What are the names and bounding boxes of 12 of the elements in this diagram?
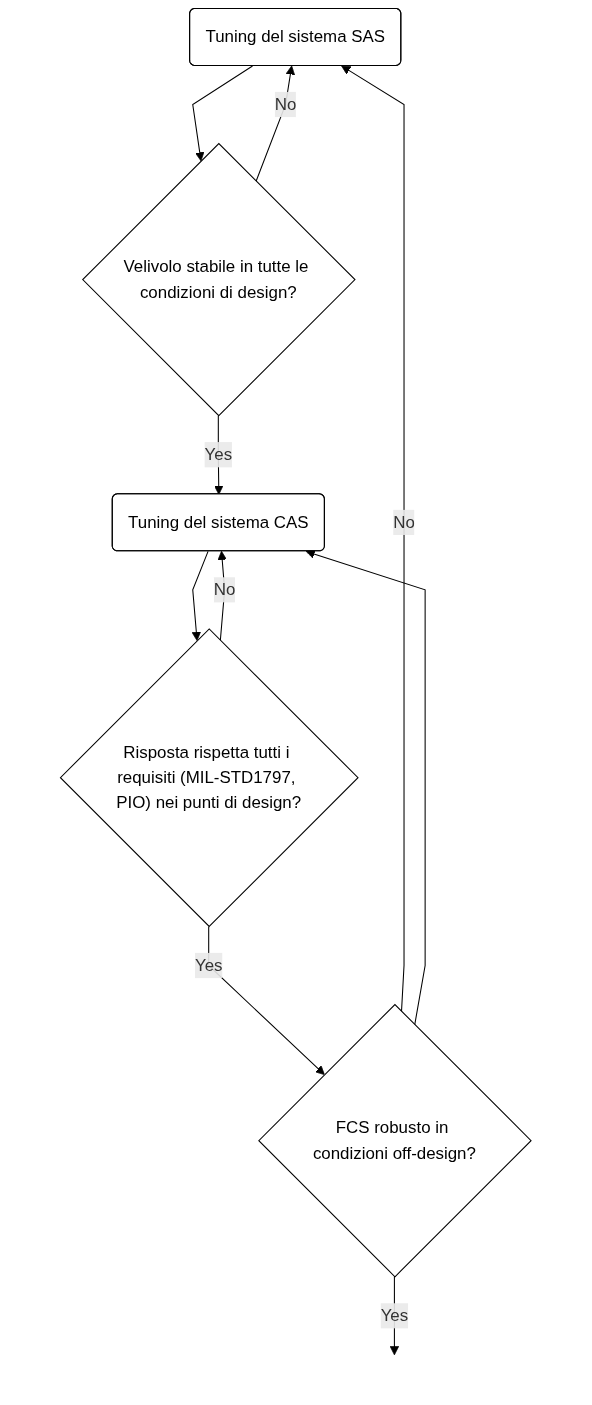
edge-label: No bbox=[214, 580, 236, 599]
node-diamond: Velivolo stabile in tutte le condizioni di design? bbox=[82, 142, 356, 417]
arrow bbox=[192, 65, 254, 162]
node-diamond: FCS robusto in condizioni off-design? bbox=[258, 1003, 533, 1278]
node-diamond: Risposta rispetta tutti i requisiti (MIL-STD1797, PIO) nei punti di design? bbox=[59, 628, 359, 928]
edge-label: Yes bbox=[204, 445, 233, 464]
arrow bbox=[191, 550, 209, 641]
edge-label: No bbox=[275, 94, 297, 113]
edge-label: Yes bbox=[195, 956, 223, 974]
edge-label: Yes bbox=[380, 1306, 409, 1325]
edge-label: No bbox=[393, 512, 416, 531]
arrow bbox=[341, 65, 405, 1013]
